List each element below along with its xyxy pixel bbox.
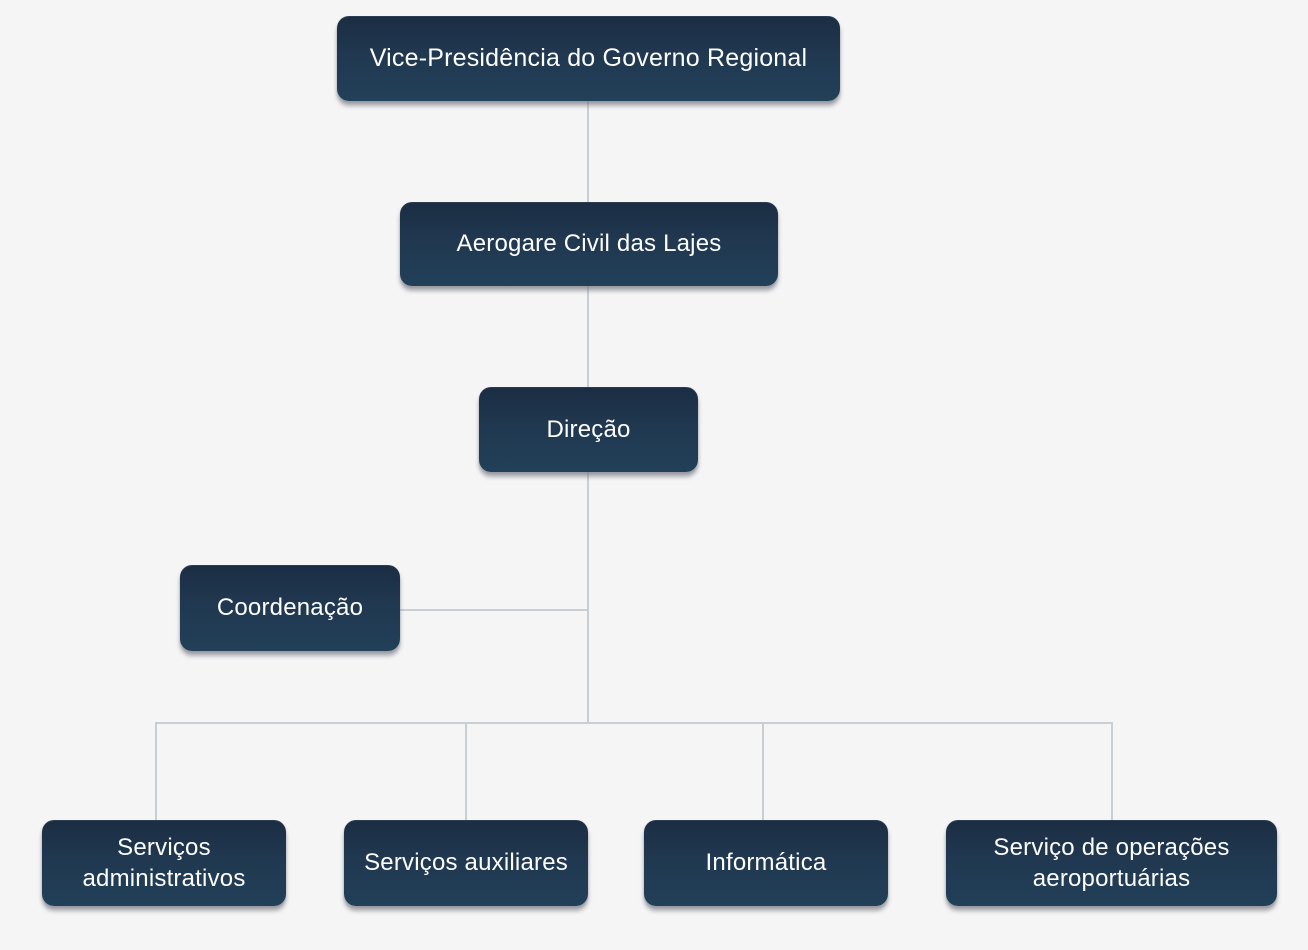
org-node-servicos-administrativos: Serviços administrativos bbox=[42, 820, 286, 906]
org-node-direcao: Direção bbox=[479, 387, 698, 472]
node-label: Vice-Presidência do Governo Regional bbox=[369, 44, 808, 73]
connector-coordenacao-branch bbox=[399, 609, 589, 611]
org-node-servico-operacoes-aeroportuarias: Serviço de operações aeroportuárias bbox=[946, 820, 1277, 906]
connector-drop-servicos-administrativos bbox=[155, 722, 157, 820]
connector-drop-informatica bbox=[762, 722, 764, 820]
org-node-coordenacao: Coordenação bbox=[180, 565, 400, 651]
connector-vice-to-aerogare bbox=[587, 101, 589, 203]
node-label: Coordenação bbox=[216, 594, 364, 622]
org-node-aerogare-civil-das-lajes: Aerogare Civil das Lajes bbox=[400, 202, 778, 286]
node-label: Serviços administrativos bbox=[82, 833, 246, 892]
node-label: Aerogare Civil das Lajes bbox=[456, 230, 722, 258]
connector-bottom-rail bbox=[155, 722, 1113, 724]
org-node-servicos-auxiliares: Serviços auxiliares bbox=[344, 820, 588, 906]
org-node-informatica: Informática bbox=[644, 820, 888, 906]
connector-drop-servico-operacoes bbox=[1111, 722, 1113, 820]
node-label: Informática bbox=[705, 849, 827, 877]
connector-drop-servicos-auxiliares bbox=[465, 722, 467, 820]
connector-direcao-trunk bbox=[587, 471, 589, 723]
node-label: Serviços auxiliares bbox=[364, 849, 568, 877]
connector-aerogare-to-direcao bbox=[587, 285, 589, 387]
node-label: Serviço de operações aeroportuárias bbox=[993, 833, 1230, 892]
org-node-vice-presidencia: Vice-Presidência do Governo Regional bbox=[337, 16, 840, 101]
node-label: Direção bbox=[546, 415, 631, 443]
